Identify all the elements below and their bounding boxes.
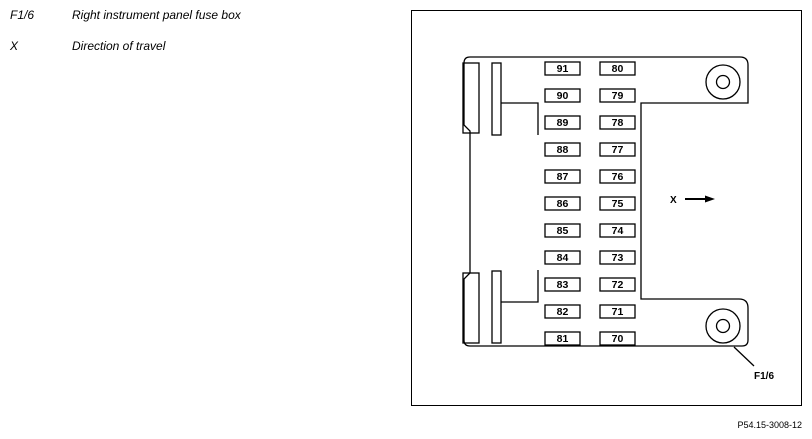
fuse-number: 80 <box>612 63 624 75</box>
fuse-slot-right <box>599 196 636 211</box>
fuse-number: 89 <box>557 117 569 129</box>
fuse-number: 81 <box>557 333 569 345</box>
diagram-frame: 91 90 89 88 87 86 85 84 83 82 81 80 79 78 77 76 75 74 73 7… <box>411 10 802 406</box>
fuse-box-outline <box>463 56 749 347</box>
fuse-number: 73 <box>612 252 624 264</box>
mount-hole-bottom-outer <box>705 308 741 344</box>
fuse-number: 85 <box>557 225 569 237</box>
upper-bracket-inner <box>491 62 502 136</box>
fuse-number: 77 <box>612 144 624 156</box>
fuse-number: 91 <box>557 63 569 75</box>
fuse-slot-right <box>599 169 636 184</box>
fuse-slot-left <box>544 223 581 238</box>
mount-hole-bottom-inner <box>715 318 731 334</box>
fuse-number: 74 <box>612 225 624 237</box>
fuse-slot-left <box>544 88 581 103</box>
fuse-slot-right <box>599 331 636 346</box>
fuse-slot-right <box>599 304 636 319</box>
legend-key: X <box>10 39 19 53</box>
fuse-number: 78 <box>612 117 624 129</box>
fuse-slot-left <box>544 142 581 157</box>
fuse-number: 87 <box>557 171 569 183</box>
fuse-number: 84 <box>557 252 569 264</box>
lower-bracket-outer <box>462 272 480 344</box>
upper-notch <box>501 102 539 135</box>
mount-hole-top-inner <box>715 74 731 90</box>
legend-key: F1/6 <box>10 8 35 22</box>
legend-description: Direction of travel <box>72 39 166 53</box>
fuse-number: 82 <box>557 306 569 318</box>
fuse-slot-right <box>599 61 636 76</box>
fuse-number: 83 <box>557 279 569 291</box>
fuse-number: 79 <box>612 90 624 102</box>
fuse-slot-left <box>544 331 581 346</box>
fuse-slot-right <box>599 88 636 103</box>
fuse-number: 72 <box>612 279 624 291</box>
fuse-number: 86 <box>557 198 569 210</box>
lower-notch <box>501 270 539 303</box>
fuse-slot-right <box>599 142 636 157</box>
fuse-slot-right <box>599 223 636 238</box>
fuse-slot-left <box>544 61 581 76</box>
fuse-number: 76 <box>612 171 624 183</box>
fuse-number: 71 <box>612 306 624 318</box>
fuse-slot-right <box>599 250 636 265</box>
upper-bracket-outer <box>462 62 480 134</box>
lower-bracket-inner <box>491 270 502 344</box>
fuse-slot-left <box>544 196 581 211</box>
fuse-slot-left <box>544 304 581 319</box>
fuse-slot-left <box>544 250 581 265</box>
direction-label: X <box>670 195 677 206</box>
legend-description: Right instrument panel fuse box <box>72 8 241 22</box>
fuse-number: 90 <box>557 90 569 102</box>
fuse-column-left: 91 90 89 88 87 86 85 84 83 82 81 <box>544 61 581 346</box>
mount-hole-top-outer <box>705 64 741 100</box>
fuse-slot-left <box>544 169 581 184</box>
figure-reference: P54.15-3008-12 <box>737 420 802 430</box>
fuse-slot-right <box>599 115 636 130</box>
fusebox-label: F1/6 <box>754 371 774 382</box>
fuse-box-diagram: 91 90 89 88 87 86 85 84 83 82 81 80 79 78 77 76 75 74 73 7… <box>462 56 774 382</box>
fuse-slot-right <box>599 277 636 292</box>
fuse-slot-left <box>544 115 581 130</box>
fuse-column-right: 80 79 78 77 76 75 74 73 72 71 70 <box>599 61 636 346</box>
fuse-number: 70 <box>612 333 624 345</box>
fuse-number: 75 <box>612 198 624 210</box>
fusebox-leader-line <box>733 346 755 367</box>
direction-arrow-head <box>705 195 715 203</box>
fuse-number: 88 <box>557 144 569 156</box>
fuse-slot-left <box>544 277 581 292</box>
